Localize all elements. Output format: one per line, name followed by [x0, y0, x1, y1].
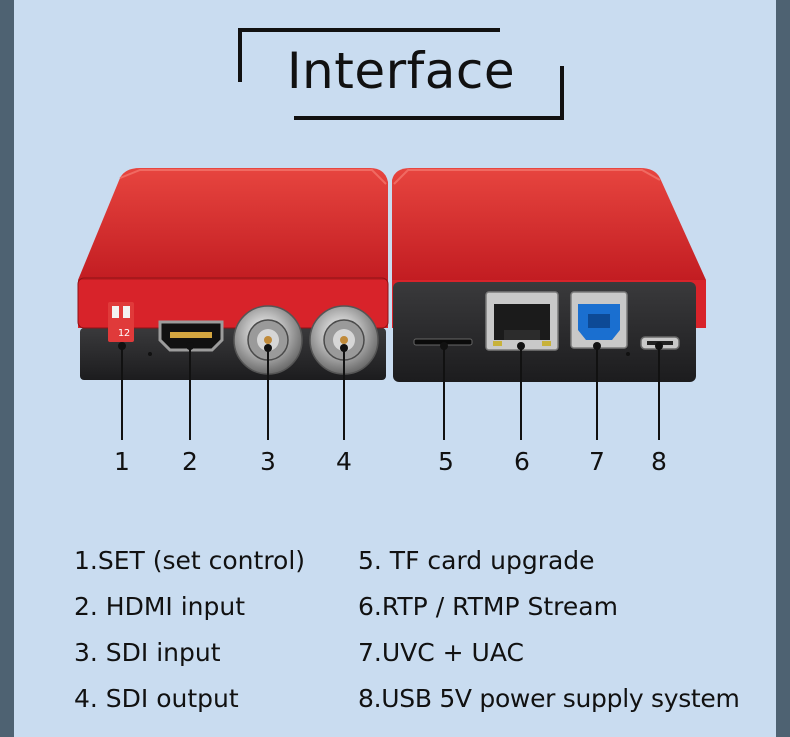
- callout-number-2: 2: [182, 447, 198, 476]
- callout-number-6: 6: [514, 447, 530, 476]
- callout-dots: [118, 342, 663, 352]
- legend-item-uvc-uac: 7.UVC + UAC: [358, 638, 524, 667]
- legend-item-usb-power: 8.USB 5V power supply system: [358, 684, 740, 713]
- legend-item-sdi-input: 3. SDI input: [74, 638, 221, 667]
- legend-item-rtmp-stream: 6.RTP / RTMP Stream: [358, 592, 618, 621]
- legend-item-sdi-output: 4. SDI output: [74, 684, 239, 713]
- callout-number-4: 4: [336, 447, 352, 476]
- title-frame: Interface: [238, 28, 564, 120]
- callout-lines: [121, 345, 660, 440]
- callout-number-7: 7: [589, 447, 605, 476]
- legend-item-set: 1.SET (set control): [74, 546, 306, 575]
- callout-number-5: 5: [438, 447, 454, 476]
- callout-number-1: 1: [114, 447, 130, 476]
- legend-item-tf-card: 5. TF card upgrade: [358, 546, 595, 575]
- legend-item-hdmi-input: 2. HDMI input: [74, 592, 246, 621]
- switch-label-1: 1: [118, 328, 124, 339]
- right-device: [392, 168, 706, 382]
- title-bracket-top-left: [238, 28, 500, 82]
- callout-number-8: 8: [651, 447, 667, 476]
- switch-label-2: 2: [124, 328, 130, 339]
- title-bracket-bottom-right: [294, 66, 564, 120]
- page-title: Interface: [286, 42, 516, 100]
- left-device: [77, 168, 389, 380]
- callout-number-3: 3: [260, 447, 276, 476]
